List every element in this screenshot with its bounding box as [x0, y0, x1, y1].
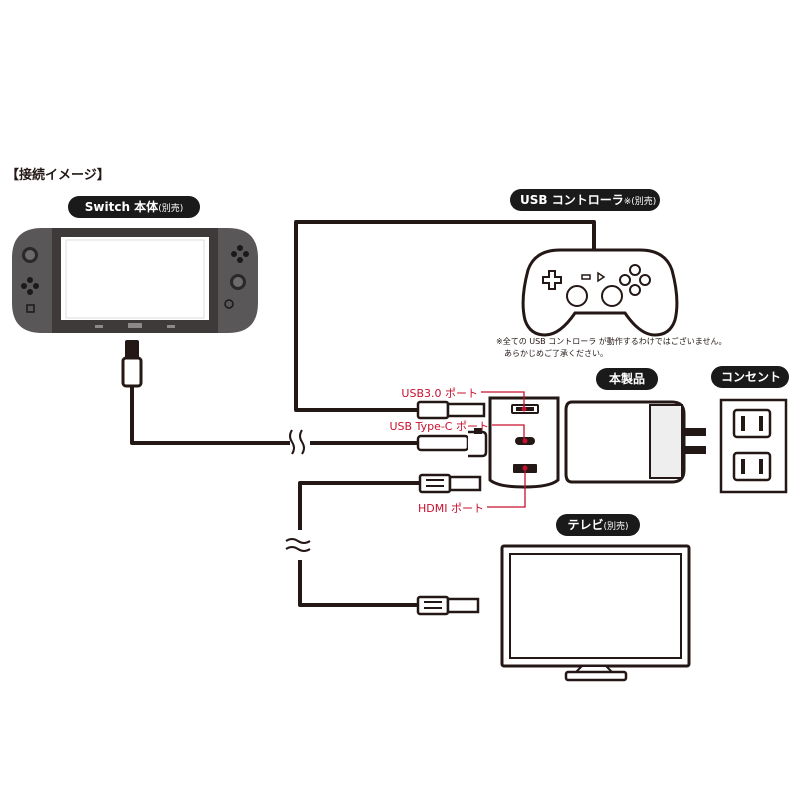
controller-note: ※全ての USB コントローラ が動作するわけではございません。 あらかじめご了… [496, 336, 727, 360]
leader-usbc [492, 424, 525, 441]
tv-label-sub: (別売) [603, 522, 629, 532]
switch-label-text: Switch 本体 [84, 200, 159, 214]
hdmi-plug-tv [416, 595, 480, 616]
tv-label-text: テレビ [567, 518, 604, 532]
break-mark-horizontal [289, 429, 295, 455]
controller-note-line1: ※全ての USB コントローラ が動作するわけではございません。 [496, 337, 727, 346]
hdmi-cable-top [298, 481, 420, 530]
switch-label: Switch 本体(別売) [68, 196, 200, 218]
break-mark-vertical [285, 538, 311, 544]
cables [130, 220, 596, 607]
leader-hdmi [487, 468, 526, 508]
port-leader-lines [481, 391, 526, 508]
switch-cable-left [130, 385, 290, 445]
usb-c-plug-right-angle [416, 428, 488, 458]
hdmi-plug-dock [418, 473, 482, 494]
outlet-label: コンセント [711, 366, 789, 388]
hdmi-cable-bottom [298, 560, 418, 607]
switch-console-illustration [12, 228, 258, 388]
usb-controller-illustration [521, 248, 679, 337]
usb-controller-label-mark: ※ [623, 197, 632, 207]
usb-controller-cable [294, 220, 596, 412]
wall-outlet-illustration [719, 398, 788, 494]
leader-usb3 [481, 391, 525, 409]
cable-break-marks [285, 429, 311, 552]
tv-illustration [500, 544, 691, 682]
dock-illustration [488, 396, 706, 489]
usb-controller-label: USB コントローラ※(別売) [510, 189, 660, 211]
page-title: 【接続イメージ】 [6, 168, 110, 183]
usb-controller-label-sub: (別売) [631, 197, 657, 207]
product-label: 本製品 [596, 368, 658, 390]
hdmi-port-label: HDMI ポート [418, 502, 484, 515]
usb-controller-label-text: USB コントローラ [520, 193, 624, 207]
tv-label: テレビ(別売) [556, 514, 640, 536]
usb3-port-label: USB3.0 ポート [401, 387, 478, 400]
usb-a-plug [416, 400, 486, 420]
controller-note-line2: あらかじめご了承ください。 [504, 349, 608, 358]
usbc-port-label: USB Type-C ポート [389, 420, 490, 433]
switch-label-sub: (別売) [158, 204, 184, 214]
